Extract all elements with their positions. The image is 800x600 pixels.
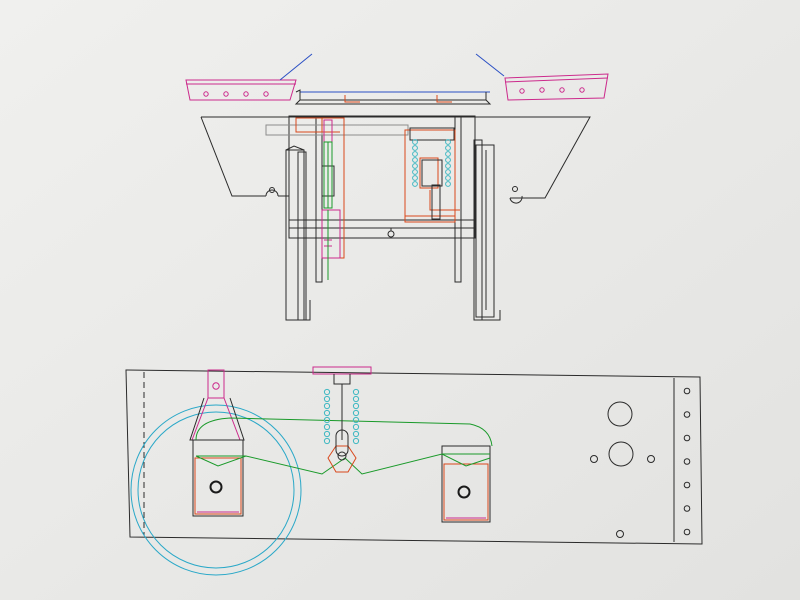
- spring-coil-turn: [323, 402, 331, 410]
- brake-hanger-lug: [191, 369, 241, 441]
- coil-spring-side: [323, 388, 360, 445]
- rivet-hole: [683, 481, 691, 489]
- spring-coil-turn: [323, 409, 331, 417]
- headstock: [294, 89, 492, 105]
- spring-coil-turn: [445, 181, 451, 187]
- axlebox-2: [441, 445, 491, 523]
- buffer-beam-right: [504, 73, 609, 101]
- rivet-hole: [683, 458, 691, 465]
- spring-coil-turn: [352, 437, 360, 445]
- spring-coil-turn: [323, 388, 331, 396]
- spring-coil-turn: [412, 169, 418, 175]
- spring-coil-turn: [412, 175, 418, 181]
- front-elevation-view: [185, 53, 609, 321]
- spring-coil-turn: [323, 437, 331, 445]
- spring-coil-turn: [352, 388, 360, 396]
- spring-coil-turn: [352, 395, 360, 403]
- rivet-column: [683, 387, 691, 536]
- spring-coil-turn: [445, 169, 451, 175]
- wheel-right: [473, 139, 501, 321]
- spring-hanger-link: [333, 374, 351, 440]
- spring-coil-turn: [445, 163, 451, 169]
- spring-coil-turn: [445, 151, 451, 157]
- coupling-linkage: [279, 53, 505, 93]
- spring-coil-turn: [445, 145, 451, 151]
- spring-coil-turn: [352, 423, 360, 431]
- sideframe: [125, 369, 703, 545]
- spring-coil-turn: [412, 163, 418, 169]
- frame-holes: [590, 401, 655, 538]
- spring-coil-turn: [412, 145, 418, 151]
- spring-coil-turn: [412, 139, 418, 145]
- rivet-hole: [683, 528, 691, 536]
- headstock-brackets: [344, 95, 452, 103]
- spring-coil-turn: [323, 423, 331, 431]
- spring-coil-turn: [412, 181, 418, 187]
- rivet-hole: [683, 434, 691, 442]
- spring-coil-turn: [445, 175, 451, 181]
- mainframe-outline: [200, 116, 591, 204]
- rivet-hole: [683, 411, 691, 418]
- spring-coil-turn: [352, 430, 360, 438]
- spring-coil-turn: [323, 416, 331, 424]
- spring-coil-turn: [323, 395, 331, 403]
- coil-spring-front: [412, 139, 451, 187]
- brake-rods: [195, 417, 493, 475]
- wheel-rim: [130, 404, 302, 576]
- spring-coil-turn: [412, 157, 418, 163]
- buffer-beam-left: [185, 79, 297, 101]
- brake-hanger-front: [323, 141, 333, 280]
- rivet-hole: [683, 387, 691, 395]
- spring-seat: [409, 127, 455, 220]
- spring-coil-turn: [323, 430, 331, 438]
- side-elevation-view: [125, 366, 703, 576]
- spring-coil-turn: [352, 402, 360, 410]
- spring-coil-turn: [352, 409, 360, 417]
- spring-hanger-mount: [312, 366, 372, 375]
- spring-coil-turn: [412, 151, 418, 157]
- spring-coil-turn: [445, 157, 451, 163]
- rivet-hole: [683, 505, 691, 512]
- frame-inner: [288, 115, 476, 239]
- axlebox-1: [192, 439, 244, 517]
- equaliser-block: [327, 429, 357, 473]
- spring-coil-turn: [352, 416, 360, 424]
- wheel-left: [285, 145, 311, 321]
- axlebox-right-front: [404, 129, 460, 223]
- spring-coil-turn: [445, 139, 451, 145]
